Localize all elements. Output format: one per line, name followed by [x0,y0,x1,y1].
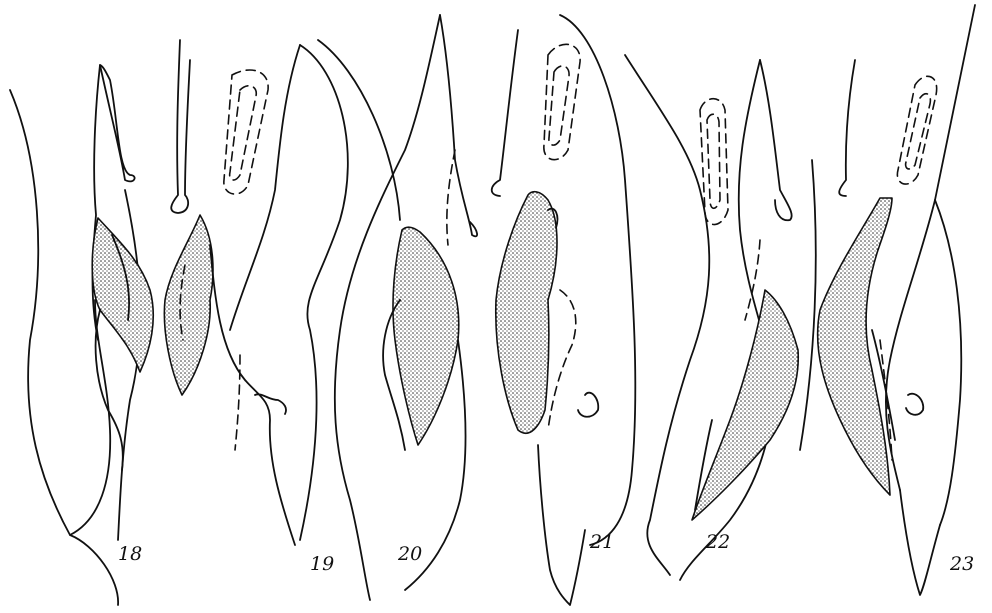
figure-20-drawing [318,15,477,600]
figure-label-18: 18 [118,543,142,565]
figure-label-23: 23 [949,553,974,575]
figure-19-drawing [164,40,347,545]
figure-label-21: 21 [589,531,614,553]
figure-21-drawing [492,15,636,605]
figure-label-20: 20 [397,543,422,565]
figure-label-22: 22 [705,531,730,553]
figure-23-drawing [818,5,975,595]
figure-18-drawing [10,65,153,605]
figure-label-19: 19 [310,553,334,575]
figure-22-drawing [625,55,816,580]
